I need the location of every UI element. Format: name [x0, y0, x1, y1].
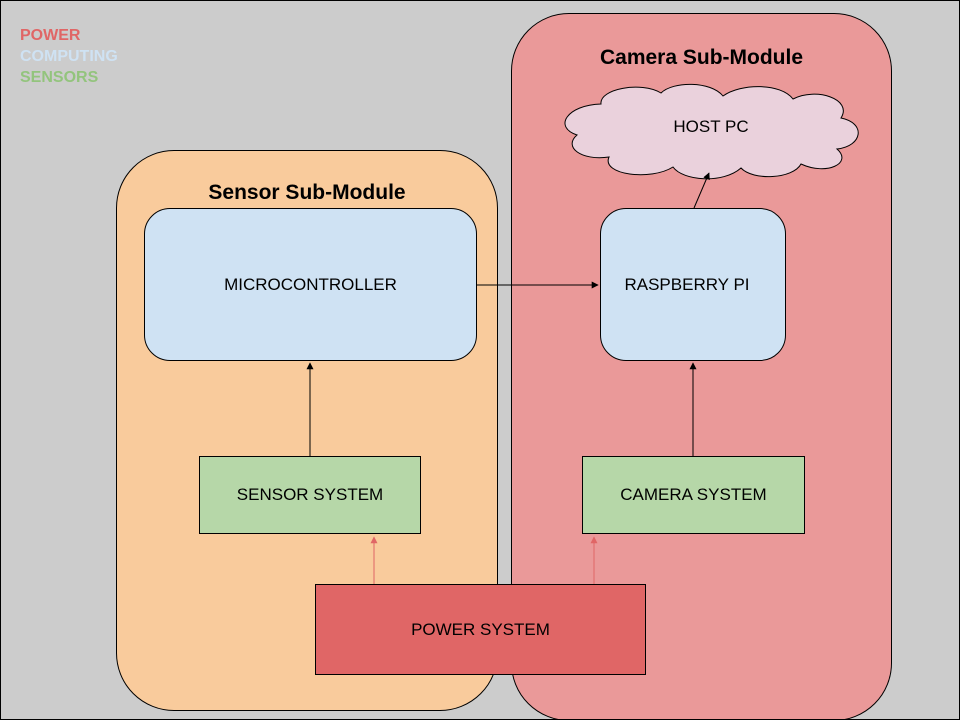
raspberry-pi-label: RASPBERRY PI	[624, 274, 750, 294]
sensor-system-box: SENSOR SYSTEM	[199, 456, 421, 534]
host-pc-cloud	[564, 83, 859, 180]
power-system-box: POWER SYSTEM	[315, 584, 646, 675]
legend-sensors: SENSORS	[20, 69, 99, 86]
camera-system-box: CAMERA SYSTEM	[582, 456, 805, 534]
sensor-sub-module-title: Sensor Sub-Module	[208, 181, 406, 204]
edge-raspberry-pi-to-host-pc	[693, 172, 710, 209]
camera-sub-module-title: Camera Sub-Module	[599, 46, 804, 69]
host-pc-label: HOST PC	[673, 117, 749, 136]
raspberry-pi-box: RASPBERRY PI	[600, 208, 786, 361]
camera-system-label: CAMERA SYSTEM	[620, 485, 767, 504]
legend-computing: COMPUTING	[20, 48, 118, 65]
microcontroller-box: MICROCONTROLLER	[144, 208, 477, 361]
sensor-system-label: SENSOR SYSTEM	[236, 485, 384, 504]
legend: POWER COMPUTING SENSORS	[20, 25, 118, 88]
power-system-label: POWER SYSTEM	[411, 619, 550, 639]
microcontroller-label: MICROCONTROLLER	[224, 274, 397, 294]
legend-power: POWER	[20, 27, 81, 44]
